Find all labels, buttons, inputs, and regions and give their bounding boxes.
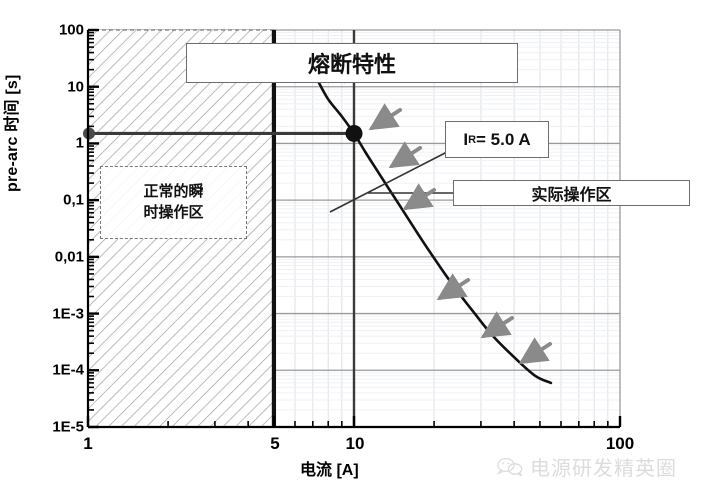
indicator-arrows	[368, 103, 552, 365]
x-tick-label: 100	[605, 434, 635, 453]
arrow-icon	[480, 311, 514, 339]
arrow-icon	[388, 141, 422, 169]
y-tick-label: 1	[75, 134, 84, 152]
arrow-icon	[436, 273, 470, 301]
axis-ticks	[86, 28, 622, 429]
x-tick-label: 1	[83, 434, 93, 453]
rated-current-subscript: R	[468, 133, 477, 146]
y-tick-label: 1E-5	[52, 418, 84, 436]
leader-line-rated	[329, 151, 448, 213]
annotation-box-fusing-characteristic: 熔断特性	[186, 43, 518, 83]
y-tick-label: 0,1	[63, 191, 84, 209]
rated-current-symbol: I	[463, 129, 469, 149]
annotation-box-real-operation: 实际操作区	[453, 180, 690, 206]
arrow-icon	[518, 337, 552, 365]
arrow-icon	[402, 183, 436, 211]
rated-current-value: = 5.0 A	[476, 129, 531, 149]
wechat-icon	[497, 457, 523, 476]
watermark-text: 电源研发精英圈	[530, 458, 677, 480]
x-tick-label: 5	[270, 434, 280, 453]
annotation-box-normal-operation: 正常的瞬 时操作区	[100, 166, 247, 239]
normal-box-line-1: 正常的瞬	[143, 183, 204, 201]
fusing-characteristic-curve	[316, 79, 553, 385]
y-tick-label: 1E-3	[52, 305, 84, 323]
watermark: 电源研发精英圈	[497, 452, 677, 481]
y-tick-label: 1E-4	[52, 361, 84, 379]
operating-point-marker	[345, 124, 363, 142]
y-tick-label: 100	[58, 21, 84, 39]
normal-box-line-2: 时操作区	[143, 203, 204, 221]
y-axis-title: pre-arc 时间 [s]	[4, 74, 21, 193]
x-tick-label: 10	[345, 434, 365, 453]
y-tick-label: 10	[67, 78, 84, 96]
y-tick-label: 0,01	[54, 248, 84, 266]
x-axis-title: 电流 [A]	[300, 462, 359, 479]
arrow-icon	[368, 103, 402, 131]
